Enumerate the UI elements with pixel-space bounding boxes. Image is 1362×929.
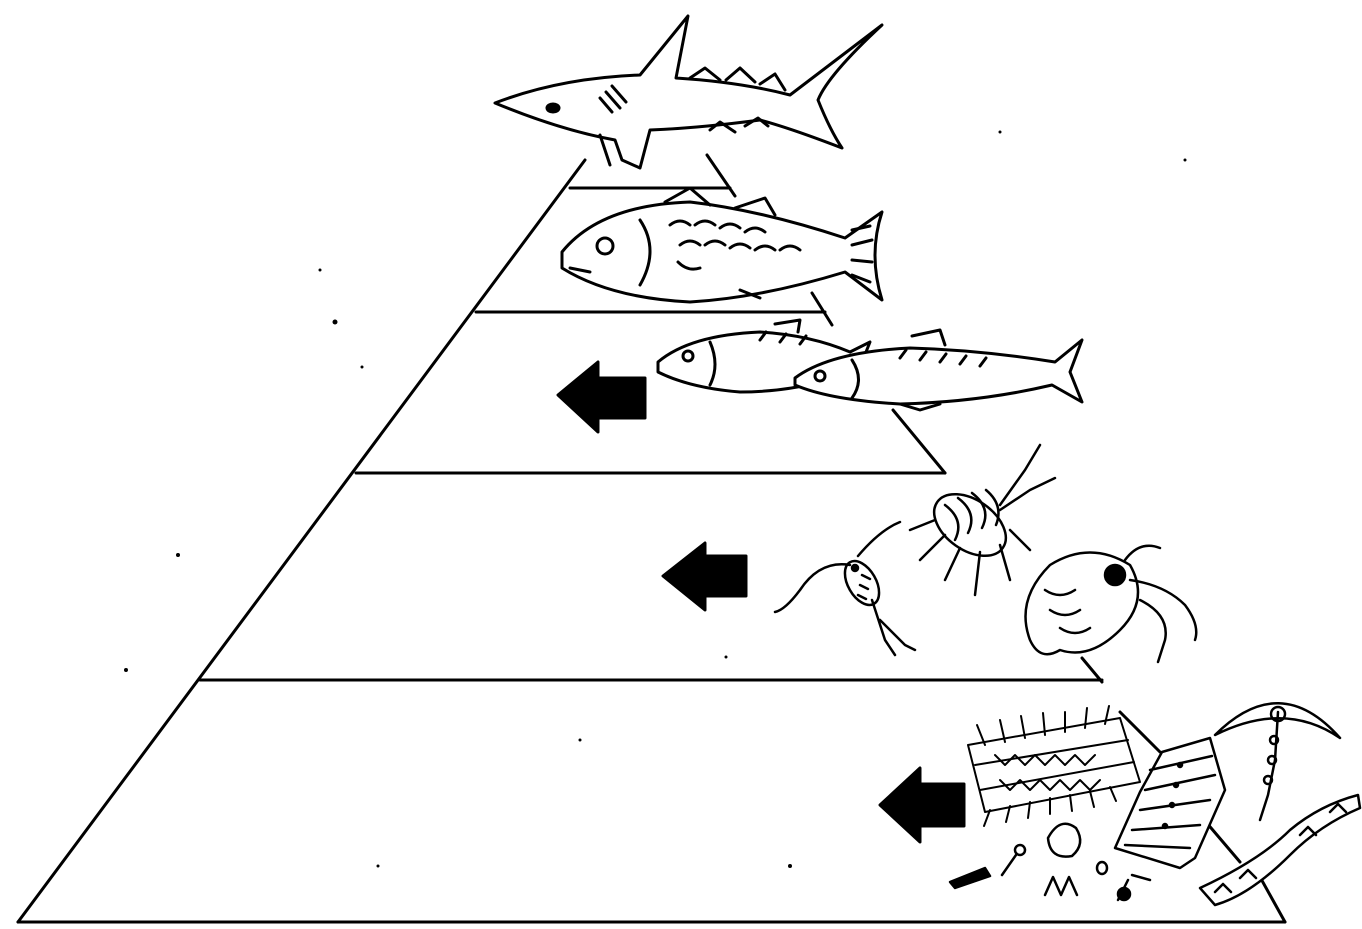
isopod-icon [910, 445, 1055, 595]
copepod-icon [775, 522, 915, 655]
arrow-left-icon [558, 362, 645, 432]
right-edge-seg-4 [1082, 658, 1102, 682]
tuna-icon [562, 188, 882, 302]
shrimp-icon [1026, 546, 1197, 662]
shark-icon [495, 16, 882, 168]
right-edge-seg-1 [707, 155, 735, 196]
arrow-left-icon [880, 768, 964, 842]
right-edge-seg-3 [893, 410, 945, 473]
phytoplankton-chain-icon [968, 706, 1140, 826]
dinoflagellate-icon [1200, 703, 1360, 905]
right-edge-seg-2 [812, 293, 832, 325]
pyramid-left-edge [18, 160, 585, 922]
arrow-left-icon [663, 543, 746, 610]
mackerel-icon [795, 330, 1082, 410]
